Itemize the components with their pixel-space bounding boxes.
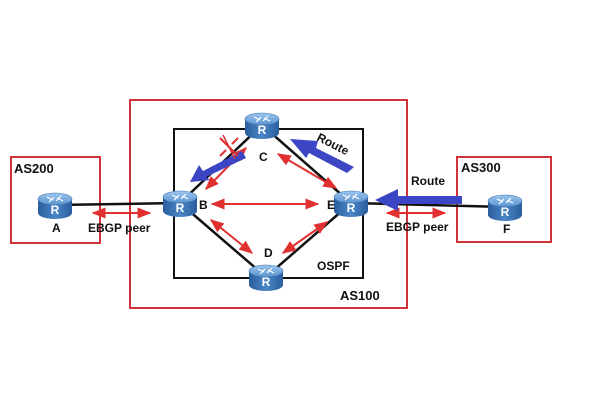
as100-label: AS100 — [340, 288, 380, 303]
link-a-b — [54, 201, 181, 207]
router-label-d: D — [264, 246, 273, 260]
router-glyph: R — [262, 275, 271, 289]
router-glyph: R — [51, 203, 60, 217]
ibgp-arrow-b-d — [209, 219, 254, 254]
link-e-f — [350, 201, 506, 209]
as200-box — [10, 156, 101, 244]
route-arrows — [190, 139, 462, 211]
router-label-a: A — [52, 221, 61, 235]
as200-label: AS200 — [14, 161, 54, 176]
router-b-icon[interactable]: R — [162, 190, 198, 218]
ibgp-arrow-c-e — [276, 153, 338, 189]
broken-link-icon — [219, 134, 239, 160]
router-c-icon[interactable]: R — [244, 112, 280, 140]
ebgp-peer-label-left: EBGP peer — [88, 221, 151, 235]
route-arrow-f-to-e — [375, 189, 462, 211]
router-glyph: R — [347, 201, 356, 215]
router-e-icon[interactable]: R — [333, 190, 369, 218]
router-glyph: R — [176, 201, 185, 215]
ospf-label: OSPF — [317, 259, 350, 273]
router-f-icon[interactable]: R — [487, 194, 523, 222]
router-a-icon[interactable]: R — [37, 192, 73, 220]
peer-arrows — [91, 146, 447, 254]
router-label-f: F — [503, 222, 510, 236]
ibgp-arrow-d-e — [281, 221, 329, 254]
as300-label: AS300 — [461, 160, 501, 175]
router-label-b: B — [199, 198, 208, 212]
route-arrow-e-to-c — [290, 139, 354, 173]
router-glyph: R — [258, 123, 267, 137]
ebgp-peer-label-right: EBGP peer — [386, 220, 449, 234]
router-label-e: E — [327, 198, 335, 212]
routers: R R R R R R — [37, 112, 523, 292]
route-label-right: Route — [411, 174, 445, 188]
route-arrow-c-to-b — [190, 151, 246, 182]
router-glyph: R — [501, 205, 510, 219]
router-d-icon[interactable]: R — [248, 264, 284, 292]
router-label-c: C — [259, 150, 268, 164]
